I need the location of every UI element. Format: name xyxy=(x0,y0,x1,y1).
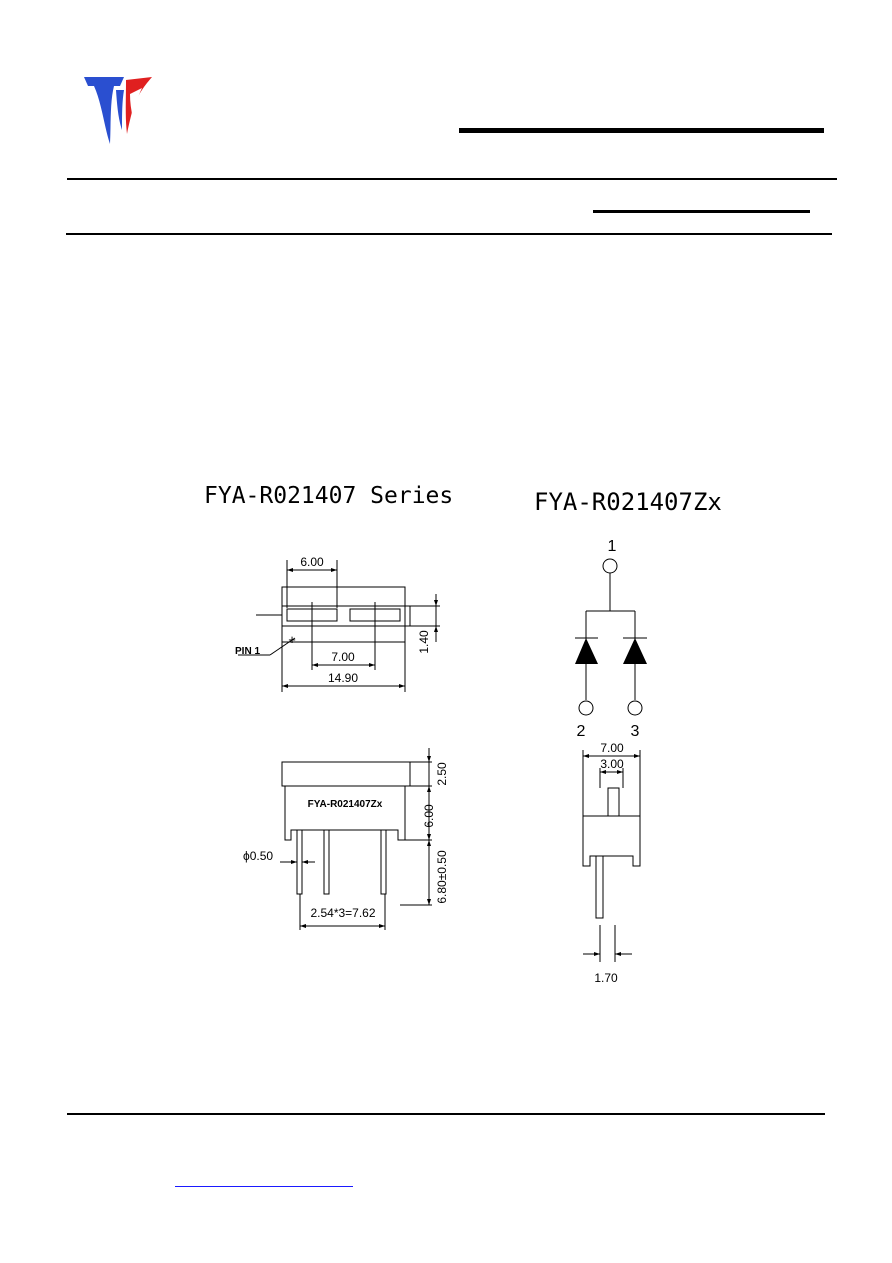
front-view-body xyxy=(284,786,406,841)
pin-left-label: 2 xyxy=(577,723,586,740)
side-view-drawing: 7.00 3.00 1.70 xyxy=(582,741,641,985)
pin2-circle xyxy=(578,700,594,716)
diode-right-icon xyxy=(623,638,647,664)
dim-top-height: 1.40 xyxy=(417,630,431,654)
pin3-circle xyxy=(627,700,643,716)
top-view-body xyxy=(281,586,406,643)
logo-blue-bar xyxy=(84,77,124,86)
dim-side-total: 7.00 xyxy=(600,741,624,755)
side-view-top-lead xyxy=(607,787,620,817)
dim-side-inner: 3.00 xyxy=(600,757,624,771)
logo-red-swoosh xyxy=(125,77,152,134)
pin1-mark: + xyxy=(288,632,296,647)
company-logo xyxy=(84,77,152,144)
dim-side-lead-offset: 1.70 xyxy=(594,971,618,985)
header-rule-bottom xyxy=(66,233,832,235)
logo-blue-stem xyxy=(94,86,114,144)
variant-title: FYA-R021407Zx xyxy=(534,488,722,516)
front-view-top-block xyxy=(281,761,411,787)
pin1-circle xyxy=(602,558,618,574)
diode-left-icon xyxy=(575,638,598,664)
dim-front-pin-span: 2.54*3=7.62 xyxy=(310,906,375,920)
dim-front-lead-diameter: ϕ0.50 xyxy=(243,849,273,863)
lead-left xyxy=(296,829,303,895)
pin-common-label: 1 xyxy=(608,538,617,555)
series-title: FYA-R021407 Series xyxy=(204,483,454,509)
dim-top-pitch: 7.00 xyxy=(331,650,355,664)
top-view-drawing: 6.00 1.40 7.00 14.90 + PIN 1 xyxy=(235,555,440,692)
front-body-marking: FYA-R021407Zx xyxy=(308,799,383,810)
dim-front-lead-length: 6.80±0.50 xyxy=(435,850,449,904)
schematic-diagram: 1 2 3 xyxy=(575,538,647,740)
header-thick-rule xyxy=(459,128,824,133)
lead-right xyxy=(380,829,387,895)
lead-middle xyxy=(323,829,330,895)
dim-front-body-height: 6.00 xyxy=(422,804,436,828)
header-short-rule xyxy=(593,210,810,213)
side-view-lead xyxy=(595,855,604,919)
dim-top-width: 6.00 xyxy=(300,555,324,569)
footer-link-underline[interactable] xyxy=(175,1186,353,1187)
pin1-label: PIN 1 xyxy=(235,646,260,657)
footer-rule xyxy=(67,1113,825,1115)
pin-right-label: 3 xyxy=(631,723,640,740)
dim-top-total: 14.90 xyxy=(328,671,358,685)
logo-blue-stripe xyxy=(116,90,124,130)
logo-red-stripe xyxy=(130,88,142,118)
side-view-body xyxy=(582,815,641,867)
front-view-drawing: FYA-R021407Zx 2.50 6.00 6.80±0.50 ϕ0.50 … xyxy=(243,748,449,930)
header-rule-top xyxy=(67,178,837,180)
dim-front-top-height: 2.50 xyxy=(435,762,449,786)
